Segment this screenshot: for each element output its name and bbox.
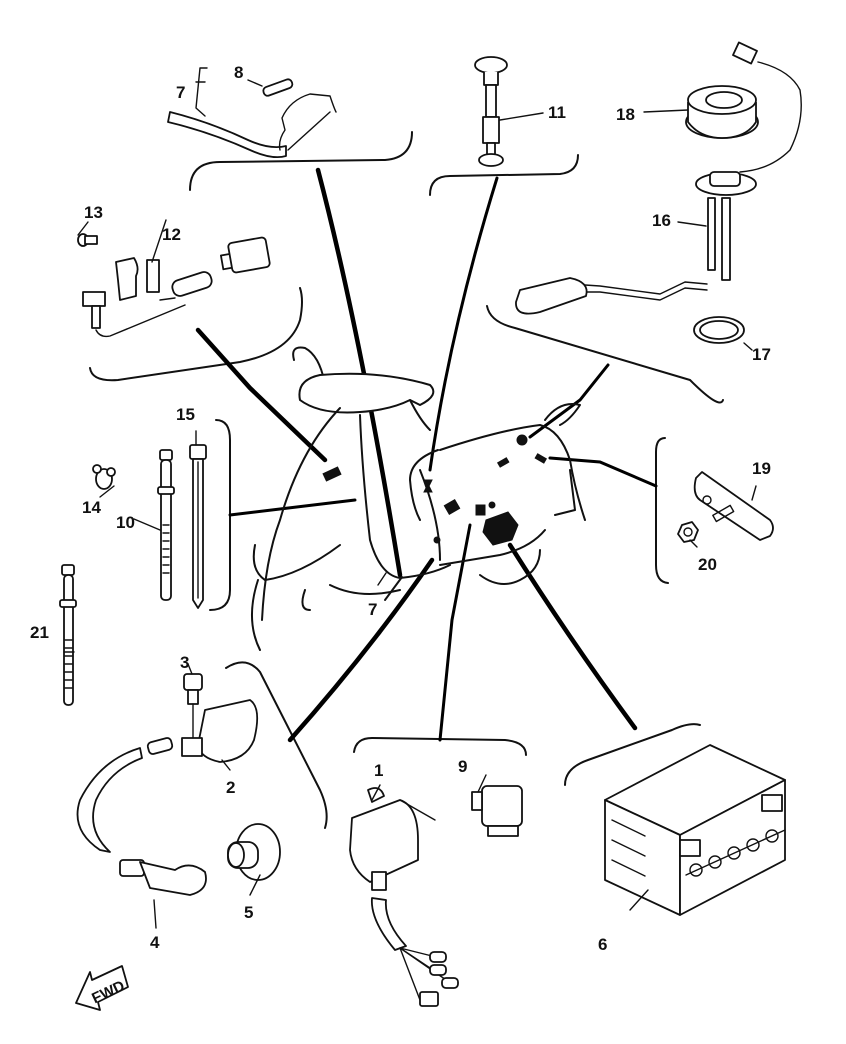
part-cdi-unit [349, 787, 459, 1007]
connector-marker [475, 504, 486, 516]
callout-8: 8 [234, 63, 243, 82]
leader-sensor [195, 327, 328, 463]
part-wire-harness [167, 67, 337, 159]
part-spark-plug-cap [119, 859, 207, 896]
part-ignition-coil [76, 699, 259, 853]
part-fuse [262, 78, 294, 97]
part-cable-band-10 [157, 449, 175, 601]
scooter-outline [250, 346, 586, 651]
callout-10: 10 [116, 513, 135, 532]
bracket-ignition [225, 661, 328, 829]
callout-7: 7 [176, 83, 185, 102]
bracket-battery [564, 723, 701, 786]
part-oil-level-gauge [474, 56, 508, 167]
callout-9: 9 [458, 757, 467, 776]
part-cable-tie-15 [189, 444, 207, 609]
callout-6: 6 [598, 935, 607, 954]
part-cable-band-21 [59, 564, 77, 706]
part-gasket [693, 316, 745, 344]
connector-marker [496, 457, 510, 468]
connector-marker [423, 479, 433, 493]
callout-21: 21 [30, 623, 49, 642]
connector-marker [322, 466, 342, 482]
bracket-fuel-sender [486, 305, 724, 404]
bracket-cable-ties [209, 419, 231, 611]
part-screw [77, 233, 98, 247]
callout-20: 20 [698, 555, 717, 574]
leader-harness [315, 167, 403, 578]
connector-marker [482, 511, 519, 546]
connector-marker [516, 434, 528, 446]
callout-18: 18 [616, 105, 635, 124]
callout-4: 4 [150, 933, 160, 952]
leader-lines [195, 167, 658, 743]
bracket-cdi-relay [353, 737, 527, 756]
leader-plate [548, 456, 658, 488]
connector-marker [488, 501, 496, 509]
callout-11: 11 [548, 103, 566, 122]
callout-14: 14 [82, 498, 101, 517]
bracket-sensor [89, 287, 303, 382]
bracket-oil-gauge [429, 154, 579, 196]
leader-cdi [438, 523, 472, 742]
callout-labels: 7 8 11 18 16 17 13 12 15 14 10 19 20 7 2… [30, 63, 771, 954]
fwd-direction-arrow: FWD [75, 965, 129, 1011]
group-brackets [89, 131, 724, 829]
callout-1: 1 [374, 761, 383, 780]
connector-marker [433, 536, 441, 544]
leader-ties [228, 498, 357, 517]
part-clamp [92, 464, 116, 490]
part-fuel-sender-unit [515, 41, 802, 315]
callout-12: 12 [162, 225, 181, 244]
scooter-connectors [322, 434, 548, 546]
callout-17: 17 [752, 345, 771, 364]
callout-16: 16 [652, 211, 671, 230]
leader-oil-gauge [428, 176, 499, 472]
leader-fuel-sender [528, 363, 610, 439]
bracket-plate [655, 437, 669, 584]
callout-13: 13 [84, 203, 103, 222]
part-spark-plug-cover [227, 823, 281, 881]
part-bolt [183, 673, 203, 741]
part-nut-large [685, 85, 759, 139]
callout-3: 3 [180, 653, 189, 672]
part-relay [471, 785, 523, 837]
part-sensor-assembly [82, 236, 271, 338]
callout-15: 15 [176, 405, 195, 424]
callout-7-center: 7 [368, 600, 377, 619]
callout-2: 2 [226, 778, 235, 797]
leader-battery [507, 542, 638, 731]
connector-marker [443, 498, 461, 516]
connector-marker [534, 453, 548, 464]
callout-19: 19 [752, 459, 771, 478]
leader-ignition [287, 557, 435, 743]
bracket-harness-fuse [189, 131, 413, 191]
part-battery [604, 744, 786, 916]
part-nut-small [677, 521, 699, 543]
part-plate [693, 471, 774, 541]
callout-5: 5 [244, 903, 253, 922]
callout-leaders [63, 79, 757, 929]
